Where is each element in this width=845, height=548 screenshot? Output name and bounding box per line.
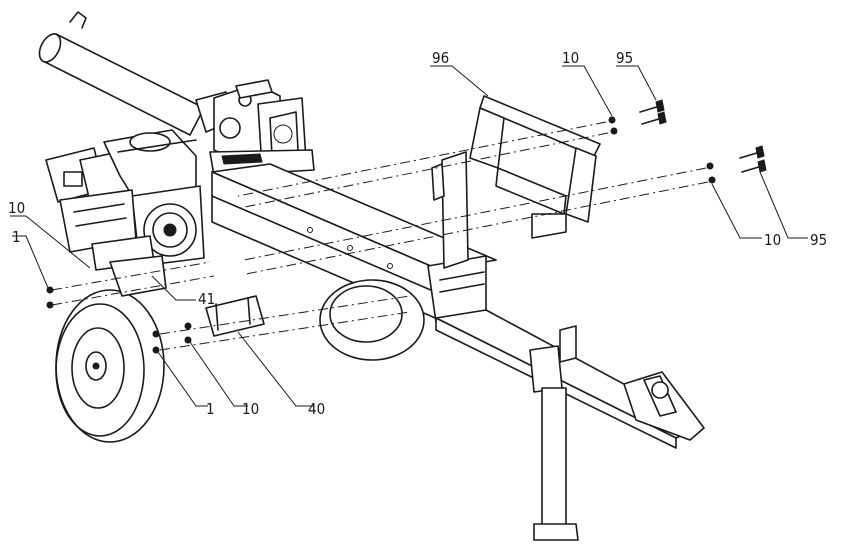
- callout-labels: 96 10 95 10 95 10 1 41 1 10 40: [8, 49, 827, 418]
- callout-10-top: 10: [562, 49, 579, 67]
- splitting-wedge: [431, 151, 469, 269]
- hydraulic-cylinder: [38, 11, 241, 136]
- callout-40: 40: [308, 400, 325, 418]
- callout-41: 41: [198, 290, 215, 308]
- engine: [45, 129, 205, 271]
- callout-10-left: 10: [8, 199, 25, 217]
- valve-pump-block: [209, 79, 315, 177]
- engine-bracket: [109, 255, 167, 297]
- fasteners: [46, 99, 767, 354]
- callout-96: 96: [432, 49, 449, 67]
- assembly-centerlines: [51, 121, 709, 351]
- jack-stand: [533, 387, 579, 541]
- left-wheel: [55, 289, 165, 443]
- callout-1-bottom: 1: [206, 400, 215, 418]
- callout-95-top: 95: [616, 49, 633, 67]
- right-wheel: [319, 279, 425, 361]
- callout-10-right: 10: [764, 231, 781, 249]
- leader-lines: [10, 65, 808, 407]
- callout-10-bottom: 10: [242, 400, 259, 418]
- axle-bracket: [205, 295, 265, 337]
- callout-1-left: 1: [12, 228, 21, 246]
- callout-95-right: 95: [810, 231, 827, 249]
- log-cradle: [469, 95, 601, 239]
- hitch-coupler: [623, 371, 705, 441]
